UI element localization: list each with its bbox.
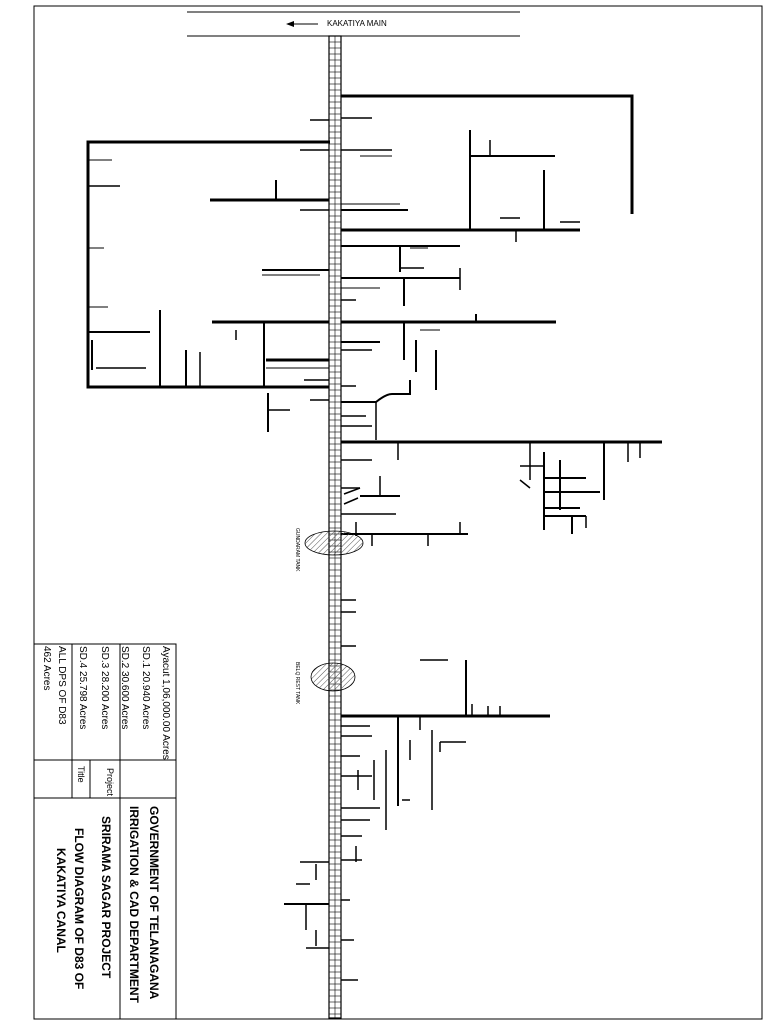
ayacut-value: 30.600 Acres (119, 671, 130, 730)
drawing-title-line-2: KAKATIYA CANAL (54, 848, 68, 953)
ayacut-value: 1,06,000.00 Acres (160, 679, 171, 760)
branch-channels (86, 94, 662, 981)
title-block-frame (33, 643, 177, 1020)
ayacut-all-dps-value: 462 Acres (41, 646, 52, 691)
ayacut-sd3: SD.3 28.200 Acres (99, 646, 110, 729)
sheet-border (33, 5, 763, 1020)
drawing-title-line-1: FLOW DIAGRAM OF D83 OF (72, 828, 86, 990)
ayacut-value: 25.798 Acres (77, 671, 88, 730)
ayacut-sd2: SD.2 30.600 Acres (119, 646, 130, 729)
ayacut-sd4: SD.4 25.798 Acres (77, 646, 88, 729)
belq-rest-tank (310, 662, 356, 692)
org-line-1: GOVERNMENT OF TELANAGANA (147, 806, 161, 1000)
ayacut-sd1: SD.1 20.940 Acres (140, 646, 151, 729)
project-value: SRIRAMA SAGAR PROJECT (99, 816, 113, 979)
tank-label-belq-rest: BELQ REST TANK (294, 662, 300, 705)
main-canal-spine (328, 35, 342, 1019)
ayacut-label: SD.2 (119, 646, 130, 669)
gundaram-tank (304, 530, 364, 556)
main-canal-label: KAKATIYA MAIN (327, 19, 387, 28)
project-label: Project (105, 768, 115, 797)
org-line-2: IRRIGATION & CAD DEPARTMENT (127, 806, 141, 1003)
ayacut-all-dps-label: ALL DPS OF D83 (56, 646, 67, 725)
main-canal-arrow (187, 11, 520, 37)
ayacut-label: SD.4 (77, 646, 88, 669)
ayacut-label: SD.3 (99, 646, 110, 669)
title-label: Title (76, 766, 86, 783)
ayacut-value: 28.200 Acres (99, 671, 110, 730)
tank-label-gundaram: GUNDARAM TANK (294, 528, 300, 572)
ayacut-total: Ayacut 1,06,000.00 Acres (160, 646, 171, 760)
ayacut-label: SD.1 (140, 646, 151, 669)
ayacut-value: 20.940 Acres (140, 671, 151, 730)
ayacut-label: Ayacut (160, 646, 171, 677)
